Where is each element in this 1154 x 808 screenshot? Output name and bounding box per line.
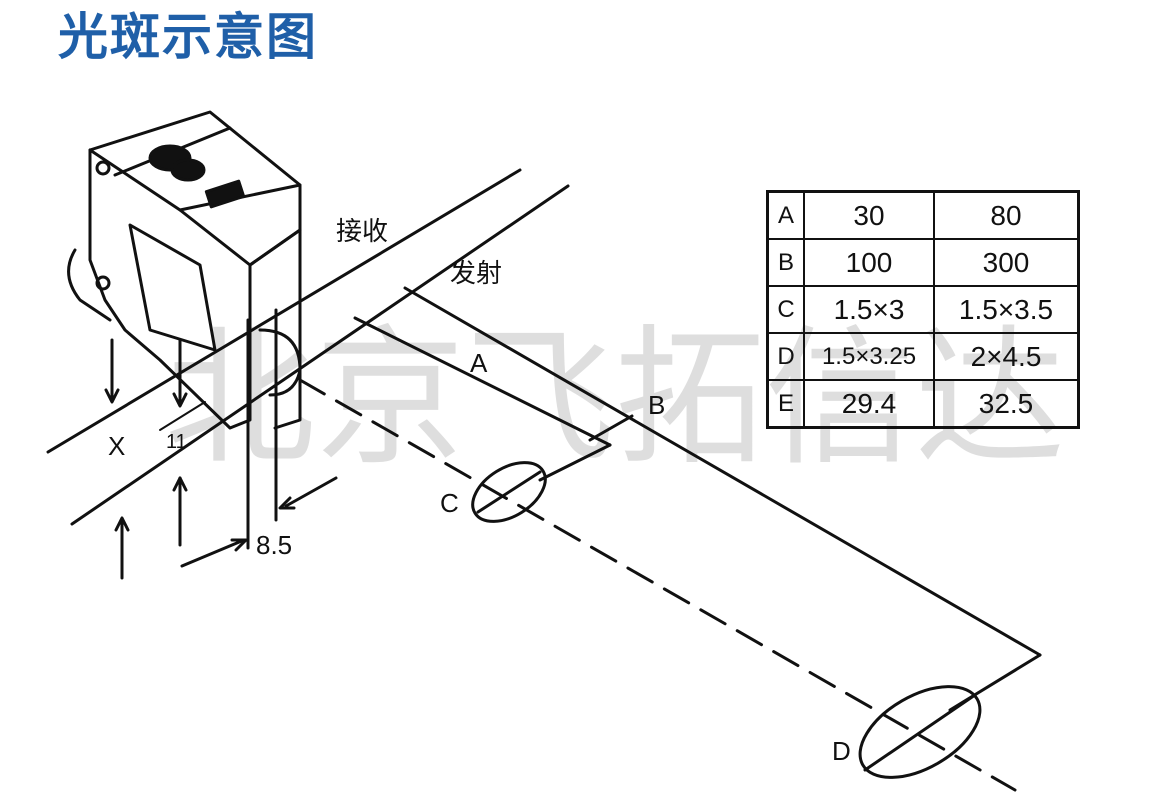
spot-d xyxy=(858,685,982,779)
label-b: B xyxy=(648,390,665,420)
label-8-5: 8.5 xyxy=(256,530,292,560)
row-value-2: 300 xyxy=(933,238,1080,287)
row-value-1: 100 xyxy=(803,238,935,287)
label-11: 11 xyxy=(166,431,187,453)
spot-c xyxy=(471,461,547,523)
row-key: E xyxy=(766,379,805,429)
row-value-1: 30 xyxy=(803,190,935,240)
table-row: D 1.5×3.25 2×4.5 xyxy=(766,332,1080,381)
row-key: B xyxy=(766,238,805,287)
table-row: B 100 300 xyxy=(766,238,1080,287)
emit-axis xyxy=(70,184,570,526)
indicator-led xyxy=(204,179,246,209)
table-row: C 1.5×3 1.5×3.5 xyxy=(766,285,1080,334)
row-value-2: 1.5×3.5 xyxy=(933,285,1080,334)
table-row: A 30 80 xyxy=(766,190,1080,240)
label-c: C xyxy=(440,488,459,518)
row-key: A xyxy=(766,190,805,240)
table-row: E 29.4 32.5 xyxy=(766,379,1080,429)
row-value-1: 29.4 xyxy=(803,379,935,429)
label-x: X xyxy=(108,431,125,461)
row-value-2: 32.5 xyxy=(933,379,1080,429)
row-key: D xyxy=(766,332,805,381)
receive-axis xyxy=(46,168,522,454)
spec-table: A 30 80 B 100 300 C 1.5×3 1.5×3.5 D 1.5×… xyxy=(766,190,1080,429)
label-emit: 发射 xyxy=(450,259,502,289)
row-value-1: 1.5×3.25 xyxy=(803,332,935,381)
label-receive: 接收 xyxy=(336,217,388,247)
lens-emit xyxy=(170,158,206,182)
label-d: D xyxy=(832,736,851,766)
row-value-2: 2×4.5 xyxy=(933,332,1080,381)
row-key: C xyxy=(766,285,805,334)
row-value-2: 80 xyxy=(933,190,1080,240)
row-value-1: 1.5×3 xyxy=(803,285,935,334)
label-a: A xyxy=(470,348,488,378)
page-title: 光斑示意图 xyxy=(58,8,318,66)
beam-dashed xyxy=(298,378,1017,792)
